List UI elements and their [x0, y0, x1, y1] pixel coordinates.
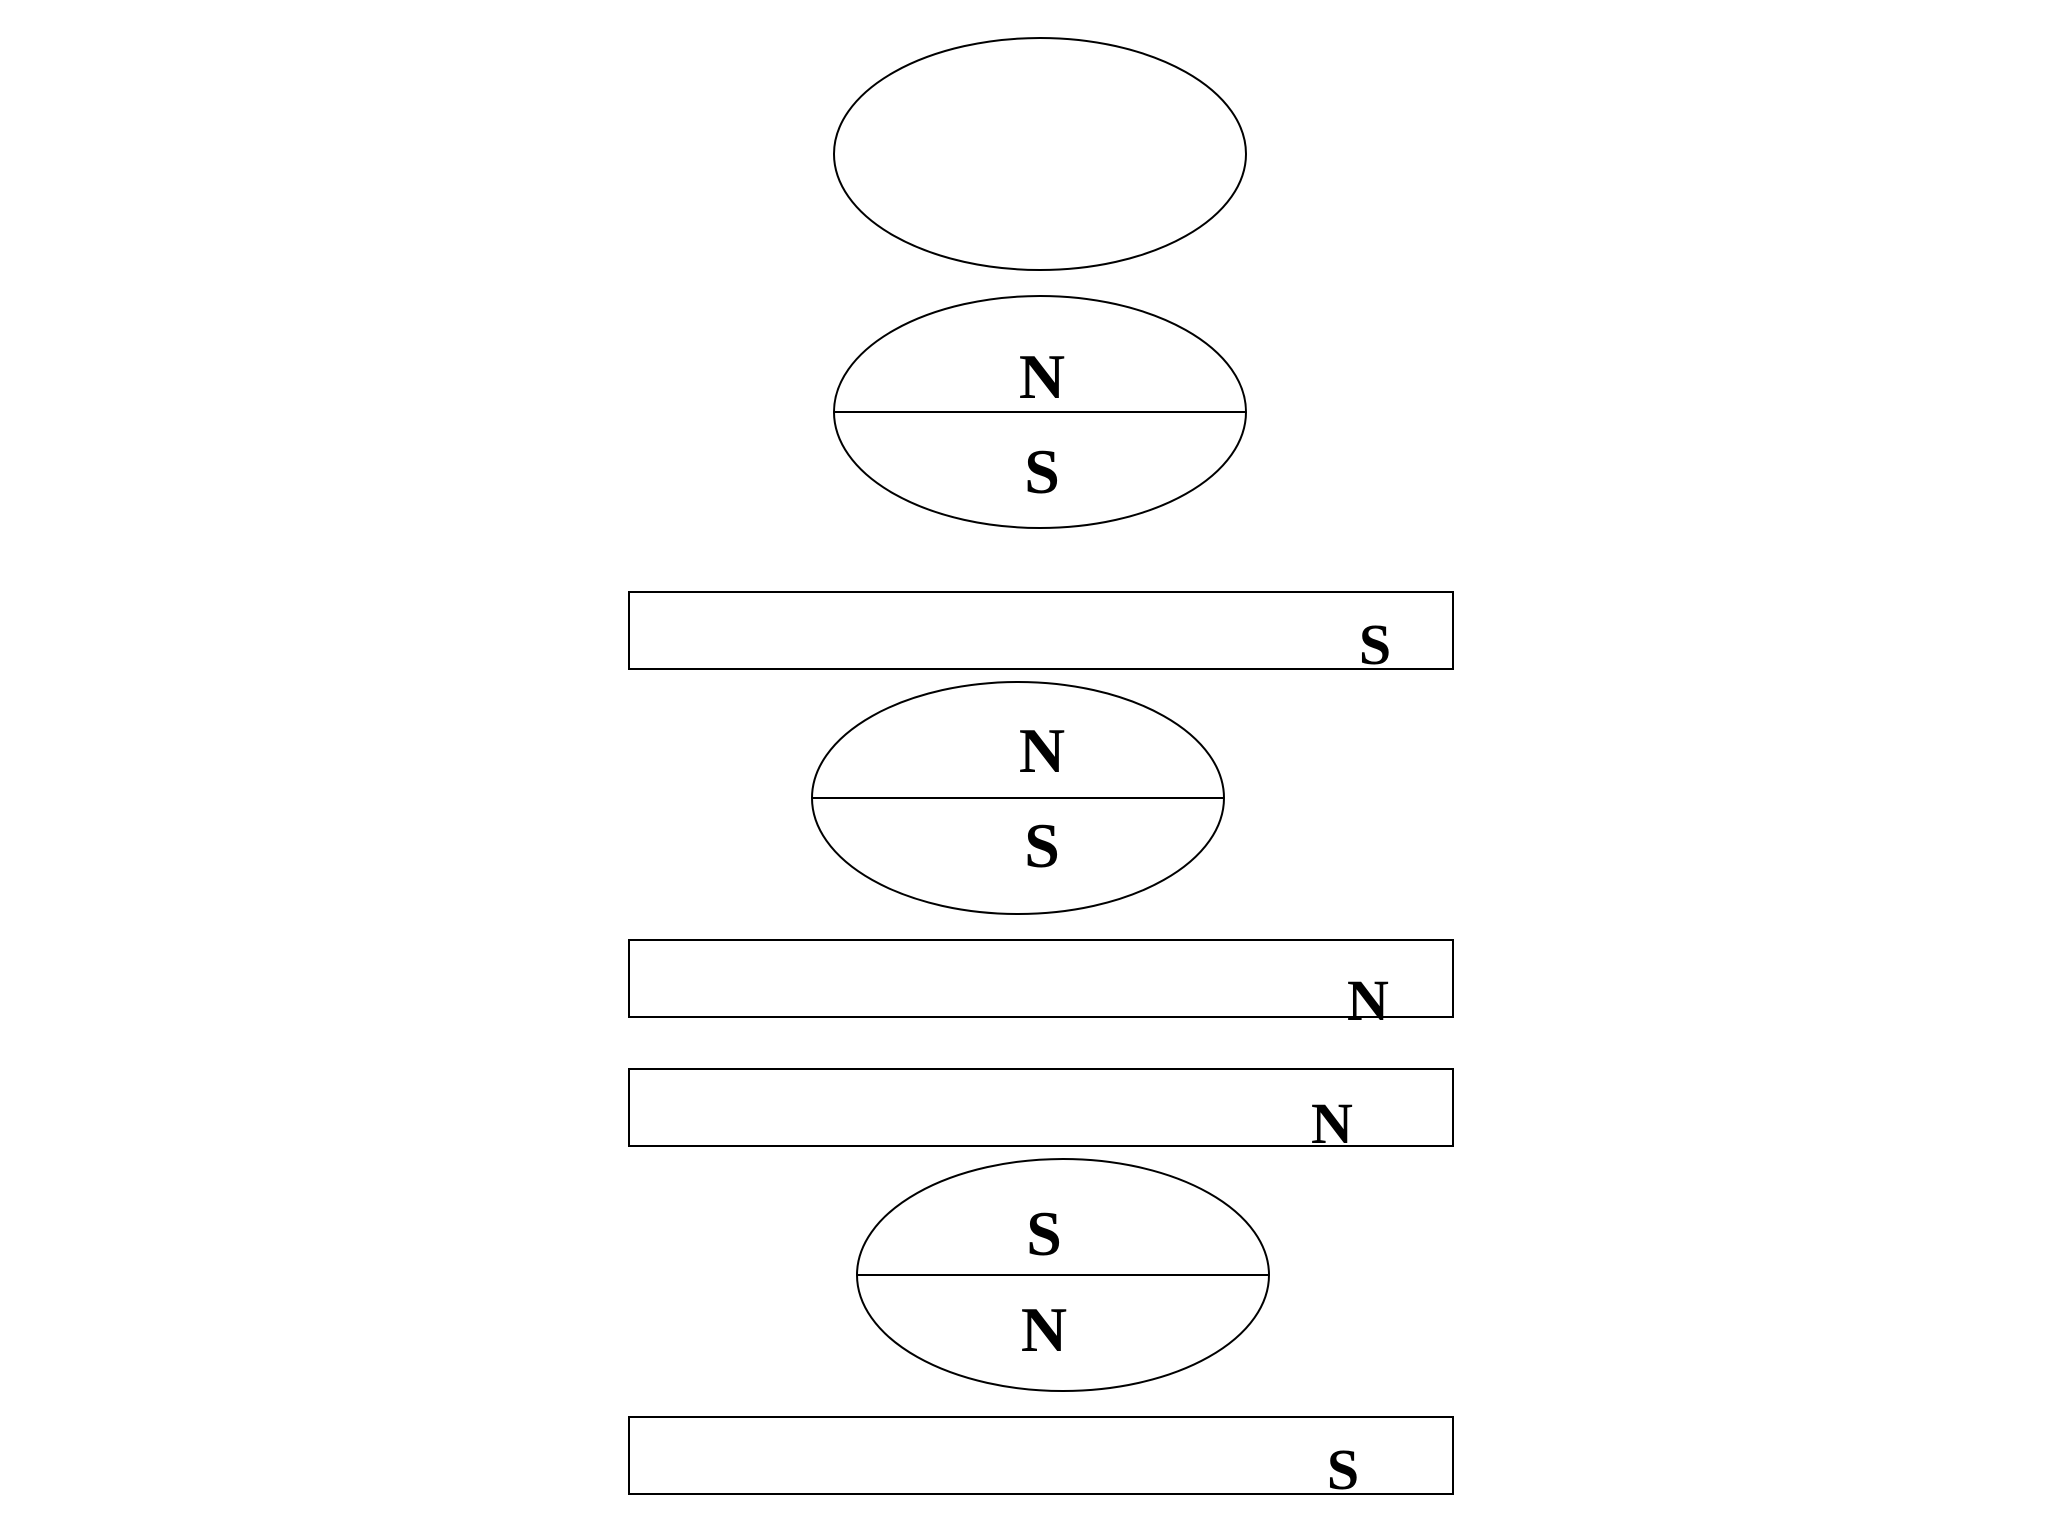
magnet-4-bottom-pole-label: N	[1021, 1294, 1067, 1365]
bar-1-pole-label: S	[1359, 612, 1391, 677]
bar-3: N	[628, 1068, 1454, 1156]
bar-3-pole-label: N	[1311, 1091, 1353, 1156]
magnet-4: S N	[856, 1158, 1270, 1392]
magnet-4-top-pole-label: S	[1026, 1198, 1062, 1269]
bar-2: N	[628, 939, 1454, 1033]
bar-2-rect	[628, 939, 1454, 1018]
bar-1: S	[628, 591, 1454, 677]
magnet-3: N S	[811, 681, 1225, 915]
bar-4: S	[628, 1416, 1454, 1502]
bar-2-pole-label: N	[1347, 968, 1389, 1033]
bar-1-rect	[628, 591, 1454, 670]
magnet-3-top-pole-label: N	[1019, 715, 1065, 786]
bar-4-rect	[628, 1416, 1454, 1495]
magnet-1	[833, 37, 1247, 271]
bar-4-pole-label: S	[1327, 1437, 1359, 1502]
magnet-2-top-pole-label: N	[1019, 341, 1065, 412]
bar-3-rect	[628, 1068, 1454, 1147]
magnet-2: N S	[833, 295, 1247, 529]
magnet-2-bottom-pole-label: S	[1024, 436, 1060, 507]
magnet-1-ellipse	[833, 37, 1247, 271]
magnet-3-bottom-pole-label: S	[1024, 810, 1060, 881]
